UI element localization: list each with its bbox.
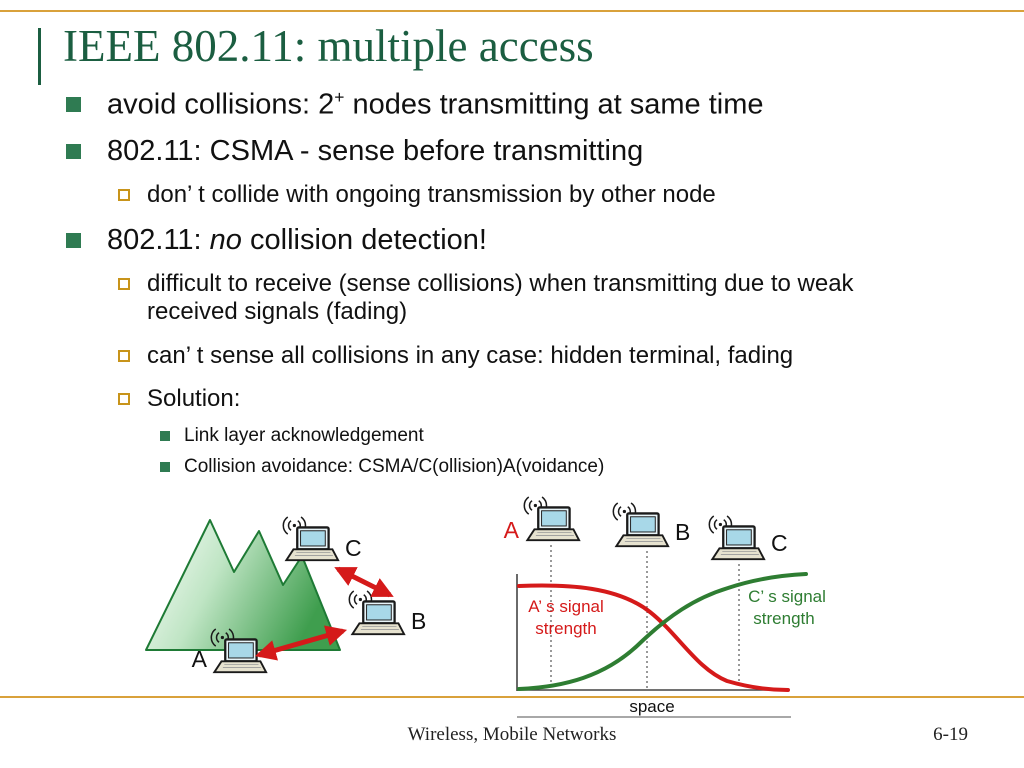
- footer-accent-rule: [0, 696, 1024, 698]
- ht-label-a: A: [192, 646, 208, 672]
- filled-square-bullet-icon: [66, 143, 81, 159]
- hollow-square-bullet-icon: [118, 278, 130, 291]
- bullet-collision-avoidance: Collision avoidance: CSMA/C(ollision)A(v…: [0, 456, 1024, 478]
- hollow-square-bullet-icon: [118, 393, 130, 406]
- hollow-square-bullet-icon: [118, 349, 130, 362]
- footer-title: Wireless, Mobile Networks: [407, 724, 617, 745]
- bullet-list: avoid collisions: 2+ nodes transmitting …: [0, 87, 1024, 487]
- arrow-c-b: [334, 566, 394, 598]
- bullet-text: Link layer acknowledgement: [184, 425, 424, 447]
- bullet-no-collision-detection: 802.11: no collision detection!: [0, 224, 1024, 257]
- ht-laptop-c-icon: [282, 515, 340, 562]
- a-signal-label-line2: strength: [535, 619, 596, 638]
- fade-label-b: B: [675, 519, 690, 545]
- page-title: IEEE 802.11: multiple access: [63, 21, 594, 71]
- fade-laptop-b-icon: [612, 501, 670, 548]
- bullet-text: Solution:: [147, 385, 241, 413]
- c-signal-curve: [517, 572, 808, 691]
- bullet-text: 802.11: CSMA - sense before transmitting: [107, 134, 644, 167]
- top-accent-rule: [0, 10, 1024, 12]
- a-signal-curve: [517, 583, 790, 692]
- filled-square-bullet-icon: [160, 431, 170, 442]
- filled-square-bullet-icon: [66, 233, 81, 249]
- bullet-text: avoid collisions: 2+ nodes transmitting …: [107, 87, 764, 122]
- fade-laptop-a-icon: [523, 495, 581, 542]
- filled-square-bullet-icon: [160, 462, 170, 473]
- title-accent-bar: [38, 28, 41, 85]
- bullet-text-segment: avoid collisions: 2: [107, 88, 335, 121]
- arrow-a-b: [254, 625, 348, 661]
- bullet-text: can’ t sense all collisions in any case:…: [147, 341, 794, 369]
- bullet-text-segment: collision detection!: [241, 224, 487, 257]
- space-axis-label: space: [629, 697, 674, 716]
- filled-square-bullet-icon: [66, 97, 81, 112]
- fading-diagram: A B C A’ s signal strength C’ s signal s…: [504, 495, 826, 718]
- a-signal-label-line1: A’ s signal: [528, 597, 604, 616]
- bullet-csma: 802.11: CSMA - sense before transmitting: [0, 135, 1024, 168]
- hidden-terminal-diagram: C B A: [145, 515, 426, 674]
- superscript-plus: +: [334, 87, 345, 107]
- hollow-square-bullet-icon: [118, 188, 130, 201]
- bullet-text: Collision avoidance: CSMA/C(ollision)A(v…: [184, 456, 605, 478]
- bullet-link-ack: Link layer acknowledgement: [0, 425, 1024, 447]
- bullet-text-segment: 802.11:: [107, 224, 210, 257]
- bullet-solution: Solution:: [0, 385, 1024, 413]
- c-signal-label-line2: strength: [753, 609, 814, 628]
- bullet-text: don’ t collide with ongoing transmission…: [147, 180, 716, 208]
- ht-laptop-b-icon: [348, 589, 406, 636]
- ht-label-b: B: [411, 608, 426, 634]
- ht-label-c: C: [345, 535, 362, 561]
- italic-no: no: [209, 224, 242, 257]
- bullet-text: difficult to receive (sense collisions) …: [147, 270, 854, 326]
- bullet-text: 802.11: no collision detection!: [107, 224, 487, 257]
- bullet-difficult-receive: difficult to receive (sense collisions) …: [0, 270, 1024, 327]
- c-signal-label-line1: C’ s signal: [748, 587, 826, 606]
- bullet-dont-collide: don’ t collide with ongoing transmission…: [0, 181, 1024, 209]
- bullet-cant-sense: can’ t sense all collisions in any case:…: [0, 342, 1024, 370]
- bullet-avoid-collisions: avoid collisions: 2+ nodes transmitting …: [0, 87, 1024, 122]
- bullet-text-segment: nodes transmitting at same time: [344, 88, 764, 121]
- fade-label-c: C: [771, 530, 788, 556]
- fade-label-a: A: [504, 517, 520, 543]
- diagrams-canvas: C B A A B C A’ s signal strength C’ s si…: [145, 495, 826, 718]
- page-number: 6-19: [933, 724, 968, 745]
- fade-laptop-c-icon: [708, 514, 766, 561]
